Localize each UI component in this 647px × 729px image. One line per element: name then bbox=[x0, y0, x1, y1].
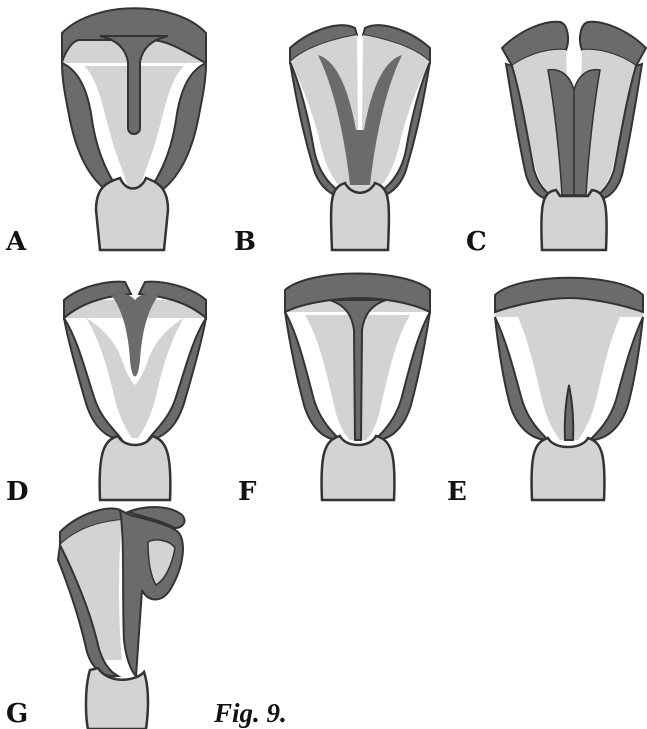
panel-label-f: F bbox=[238, 477, 257, 507]
panel-c-diagram bbox=[502, 22, 646, 250]
panel-label-g: G bbox=[6, 699, 28, 729]
panel-e-diagram bbox=[495, 278, 643, 500]
panel-label-d: D bbox=[6, 477, 29, 507]
panel-a-diagram bbox=[62, 8, 206, 250]
panel-b-diagram bbox=[290, 25, 430, 250]
panel-g-diagram bbox=[58, 507, 184, 729]
panel-label-a: A bbox=[5, 227, 27, 257]
panel-label-e: E bbox=[447, 477, 467, 507]
panel-f-diagram bbox=[285, 274, 430, 501]
panel-label-c: C bbox=[466, 227, 487, 257]
panel-d-diagram bbox=[64, 282, 206, 500]
figure-caption: Fig. 9. bbox=[213, 698, 287, 728]
panel-label-b: B bbox=[234, 227, 256, 257]
